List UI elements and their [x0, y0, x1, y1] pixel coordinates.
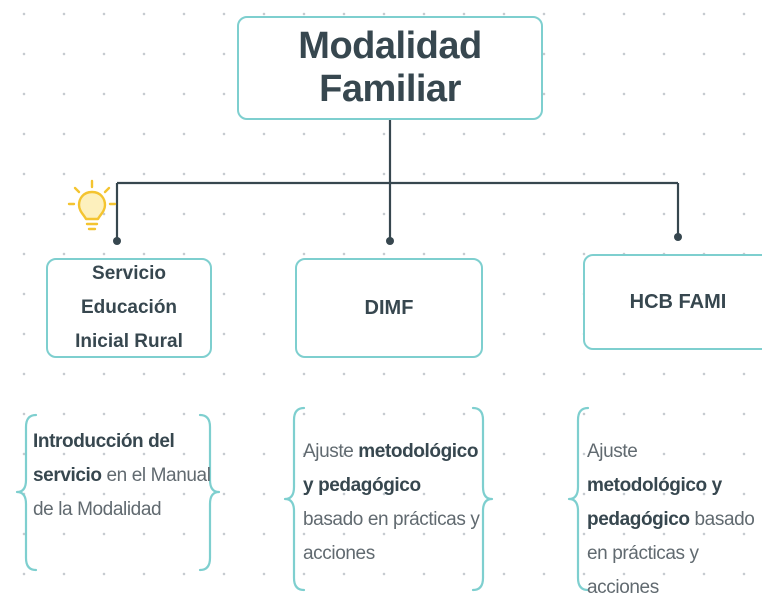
- note-dimf: Ajuste metodológico y pedagógico basado …: [303, 435, 483, 571]
- brace-right-2: [471, 406, 494, 592]
- note-bold-text-2: pedagógico: [587, 509, 690, 530]
- note-bold-text: metodológico y: [303, 441, 479, 496]
- brace-left-3: [567, 406, 590, 592]
- root-title: Modalidad Familiar: [298, 25, 482, 110]
- note-bold-text-2: pedagógico: [318, 475, 421, 496]
- branch-label: Servicio Educación Inicial Rural: [75, 263, 183, 352]
- note-text-before: Ajuste: [587, 441, 638, 462]
- brace-left-1: [15, 413, 38, 572]
- brace-left-2: [283, 406, 306, 592]
- note-bold-text: Introducción del servicio: [33, 431, 175, 486]
- connector-ends: [113, 233, 682, 245]
- branch-label: HCB FAMI: [629, 290, 727, 313]
- connector-dot-dimf: [386, 237, 394, 245]
- note-hcb-fami: Ajuste metodológico y pedagógico basado …: [587, 435, 762, 605]
- connector-dot-servicio: [113, 237, 121, 245]
- connector-dot-hcb: [674, 233, 682, 241]
- brace-right-1: [198, 413, 221, 572]
- note-text-before: Ajuste: [303, 441, 359, 462]
- branch-node-dimf: DIMF: [295, 258, 483, 358]
- note-text-after: basado en prácticas y acciones: [303, 509, 480, 564]
- note-text: en el Manual de la Modalidad: [33, 465, 211, 520]
- root-node: Modalidad Familiar: [237, 16, 543, 120]
- lightbulb-icon: [67, 179, 117, 231]
- note-bold-text: metodológico y: [587, 475, 722, 496]
- note-servicio: Introducción del servicio en el Manual d…: [33, 425, 215, 527]
- connectors: [115, 120, 680, 241]
- branch-label: DIMF: [364, 296, 414, 319]
- branch-node-servicio: Servicio Educación Inicial Rural: [46, 258, 212, 358]
- branch-node-hcb-fami: HCB FAMI: [583, 254, 762, 350]
- diagram-canvas: [15, 120, 682, 592]
